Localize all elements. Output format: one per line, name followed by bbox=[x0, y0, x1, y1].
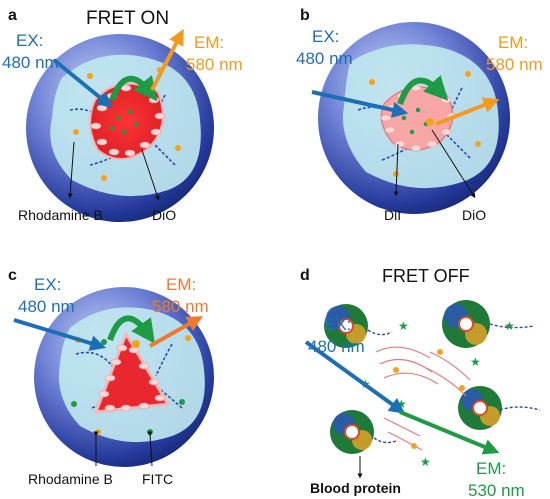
panel-a: a FRET ON EX: 480 nm EM: 5 bbox=[2, 7, 243, 223]
panel-a-rhodamine-label: Rhodamine B bbox=[18, 207, 103, 223]
panel-c-letter: c bbox=[8, 267, 17, 284]
svg-text:★: ★ bbox=[504, 319, 515, 333]
panel-c-rhodamine-label: Rhodamine B bbox=[28, 471, 113, 487]
panel-a-ex-line2: 480 nm bbox=[2, 53, 59, 72]
blood-protein-cluster-bottom-right bbox=[458, 386, 502, 430]
panel-a-rhodamine-pointer bbox=[67, 141, 75, 199]
panel-d-letter: d bbox=[300, 267, 310, 284]
blood-protein-cluster-top-right bbox=[442, 300, 490, 348]
panel-b-ex-line1: EX: bbox=[312, 27, 339, 46]
panel-a-emission-arrow bbox=[150, 28, 184, 91]
blood-protein-cluster-top-left bbox=[324, 304, 368, 348]
panel-c-em-line2: 580 nm bbox=[152, 297, 209, 316]
panel-a-em-line2: 580 nm bbox=[186, 55, 243, 74]
panel-a-ex-line1: EX: bbox=[16, 31, 43, 50]
panel-a-dio-pointer bbox=[141, 149, 160, 201]
panel-c-ex-line2: 480 nm bbox=[18, 297, 75, 316]
panel-a-title: FRET ON bbox=[86, 8, 169, 29]
panel-c-fitc-label: FITC bbox=[142, 471, 173, 487]
panel-a-em-line1: EM: bbox=[194, 33, 224, 52]
dissociated-lipid-chains bbox=[375, 346, 471, 451]
blood-protein-cluster-bottom-left bbox=[330, 410, 374, 454]
panel-d-protein-label: Blood protein bbox=[310, 480, 401, 496]
svg-text:★: ★ bbox=[398, 319, 409, 333]
panel-a-dio-label: DiO bbox=[152, 207, 176, 223]
panel-c: c EX: 480 nm EM: 580 nm bbox=[8, 267, 214, 487]
panel-d-em-line1: EM: bbox=[476, 459, 506, 478]
panel-d-ex-line2: 480 nm bbox=[308, 337, 365, 356]
panel-b-ex-line2: 480 nm bbox=[296, 49, 353, 68]
panel-b-letter: b bbox=[300, 7, 310, 24]
panel-a-letter: a bbox=[8, 7, 17, 24]
panel-b-dii-pointer bbox=[393, 143, 399, 197]
panel-a-excitation-arrow bbox=[52, 58, 113, 109]
panel-b: b EX: 480 nm EM: 580 nm bbox=[296, 7, 543, 223]
panel-b-dio-pointer bbox=[431, 129, 476, 199]
panel-b-dii-label: DiI bbox=[384, 207, 401, 223]
panel-b-excitation-arrow bbox=[311, 90, 409, 118]
panel-b-emission-arrow bbox=[435, 97, 500, 126]
panel-d: d FRET OFF bbox=[300, 266, 541, 499]
panel-d-excitation-arrow bbox=[304, 340, 406, 414]
panel-d-emission-arrow bbox=[399, 410, 500, 455]
panel-c-excitation-arrow bbox=[13, 318, 107, 351]
panel-d-title: FRET OFF bbox=[382, 266, 470, 286]
svg-text:★: ★ bbox=[420, 455, 431, 469]
panel-b-em-line2: 580 nm bbox=[486, 55, 543, 74]
panel-c-ex-line1: EX: bbox=[34, 275, 61, 294]
svg-text:★: ★ bbox=[470, 355, 481, 369]
scattered-fluorophores bbox=[393, 349, 465, 449]
panel-b-em-line1: EM: bbox=[498, 33, 528, 52]
panel-d-ex-line1: EX: bbox=[324, 315, 351, 334]
panel-c-emission-arrow bbox=[149, 316, 203, 348]
panel-c-fitc-pointer bbox=[147, 431, 153, 467]
dissociated-blue-tails bbox=[367, 323, 541, 444]
panel-b-dio-label: DiO bbox=[462, 207, 486, 223]
panel-c-em-line1: EM: bbox=[166, 275, 196, 294]
panel-d-em-line2: 530 nm bbox=[468, 481, 525, 499]
